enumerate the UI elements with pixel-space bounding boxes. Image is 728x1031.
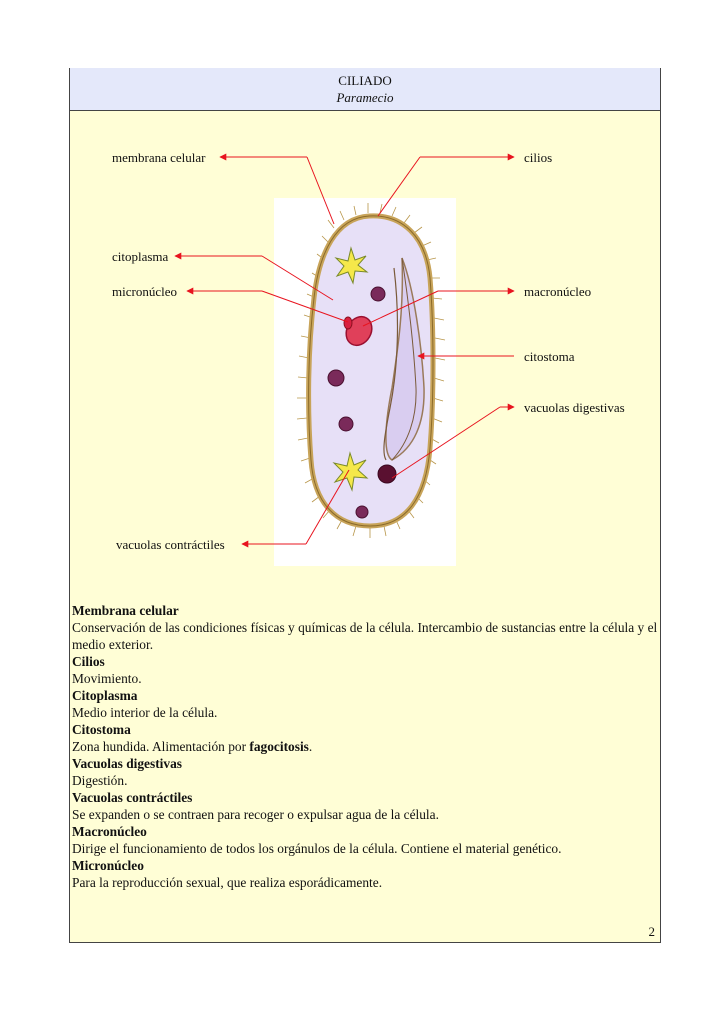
section-text: Movimiento. [72, 671, 142, 686]
section-title: Citoplasma [72, 688, 138, 703]
worksheet: CILIADO Paramecio [69, 68, 661, 943]
label-membrana-celular: membrana celular [112, 150, 206, 165]
micronucleus [343, 316, 353, 330]
header: CILIADO Paramecio [70, 68, 660, 111]
section-text: Zona hundida. Alimentación por fagocitos… [72, 739, 313, 754]
section-title: Membrana celular [72, 603, 179, 618]
label-vacuolas-digestivas: vacuolas digestivas [524, 400, 625, 415]
digestive-vacuole [338, 416, 354, 432]
page-title: CILIADO [338, 73, 392, 88]
section-title: Macronúcleo [72, 824, 147, 839]
page-number: 2 [648, 924, 656, 939]
contractile-vacuole-bottom [332, 451, 369, 492]
section-text: Conservación de las condiciones físicas … [72, 620, 658, 652]
page-subtitle: Paramecio [336, 90, 394, 105]
paramecium-drawing [296, 203, 446, 538]
section-text: Se expanden o se contraen para recoger o… [72, 807, 439, 822]
section-title: Cilios [72, 654, 105, 669]
section-text: Medio interior de la célula. [72, 705, 218, 720]
label-vacuolas-contractiles: vacuolas contráctiles [116, 537, 225, 552]
paramecium-illustration [274, 198, 456, 566]
section-title: Citostoma [72, 722, 131, 737]
section-title: Micronúcleo [72, 858, 144, 873]
section-title: Vacuolas contráctiles [72, 790, 193, 805]
digestive-vacuole [355, 505, 369, 519]
digestive-vacuole [377, 464, 397, 484]
digestive-vacuole [327, 369, 345, 387]
digestive-vacuole [370, 286, 386, 302]
section-title: Vacuolas digestivas [72, 756, 182, 771]
section-text: Digestión. [72, 773, 128, 788]
label-micronucleo: micronúcleo [112, 284, 177, 299]
label-macronucleo: macronúcleo [524, 284, 592, 299]
section-text: Para la reproducción sexual, que realiza… [72, 875, 383, 890]
label-cilios: cilios [524, 150, 553, 165]
section-text: Dirige el funcionamiento de todos los or… [72, 841, 562, 856]
contractile-vacuole-top [334, 246, 369, 285]
label-citoplasma: citoplasma [112, 249, 169, 264]
descriptions: Membrana celular Conservación de las con… [72, 602, 658, 891]
label-pointers [174, 153, 515, 548]
label-citostoma: citostoma [524, 349, 575, 364]
cilia-fringe [296, 203, 446, 538]
